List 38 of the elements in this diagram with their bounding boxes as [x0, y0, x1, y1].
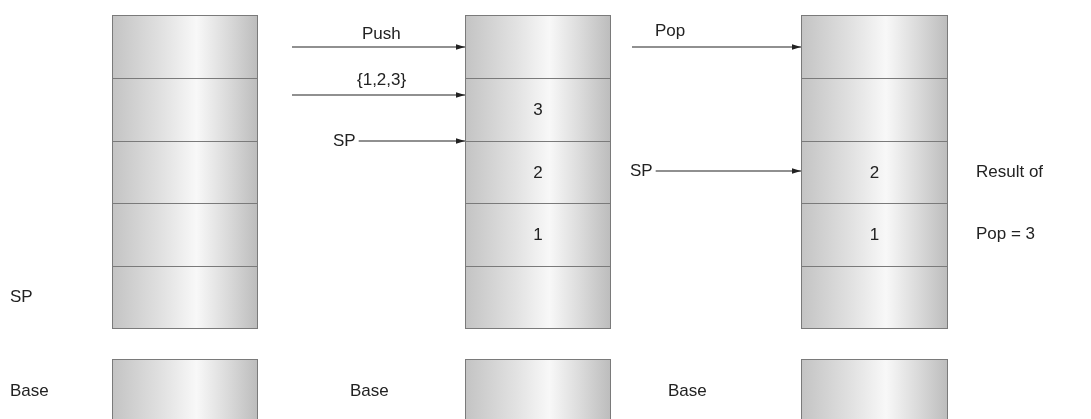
arrow [631, 44, 802, 50]
pointer-label: SP [333, 131, 356, 151]
stack-slot [465, 266, 611, 329]
slot-value: 3 [533, 100, 543, 120]
edge-label: Push [362, 24, 401, 44]
stack-slot [465, 78, 611, 142]
stack-slot [801, 15, 948, 79]
stack-slot [465, 141, 611, 204]
stack-slot [112, 141, 258, 204]
stack-slot [801, 359, 948, 419]
edge-label: {1,2,3} [357, 70, 407, 90]
slot-value: 1 [869, 225, 880, 245]
stack-slot [112, 203, 258, 267]
stack-slot [801, 266, 948, 329]
slot-value: 2 [533, 162, 543, 183]
edge-label: Pop [655, 21, 686, 41]
base-label: Base [668, 381, 707, 401]
arrow [291, 92, 466, 98]
stack-slot [801, 203, 948, 267]
arrow [291, 44, 466, 50]
pointer-label: SP [630, 161, 653, 181]
slot-value: 1 [533, 225, 543, 245]
stack-slot [465, 359, 611, 419]
stack-slot [465, 15, 611, 79]
stack-slot [112, 266, 258, 329]
stack-slot [112, 359, 258, 419]
stack-slot [465, 203, 611, 267]
stack-slot [112, 15, 258, 79]
arrow [655, 168, 802, 174]
arrow [358, 138, 466, 144]
stack-slot [112, 78, 258, 142]
stack-slot [801, 78, 948, 142]
stack-slot [801, 141, 948, 204]
result-note: Result of Pop = 3 [976, 161, 1045, 245]
base-label: Base [350, 381, 389, 401]
pointer-label: SP [10, 287, 33, 307]
slot-value: 2 [869, 162, 880, 183]
base-label: Base [10, 381, 49, 401]
